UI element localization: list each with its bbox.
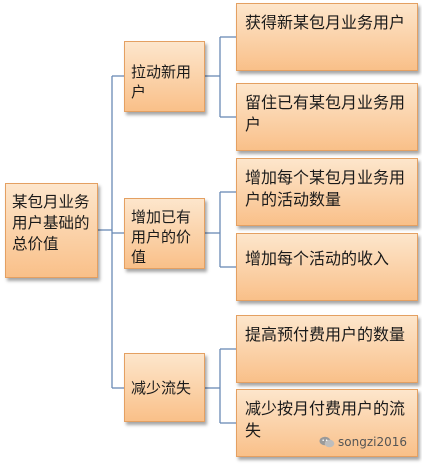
watermark: songzi2016 bbox=[319, 435, 407, 449]
leaf-node-acquire-new: 获得新某包月业务用户 bbox=[236, 3, 418, 71]
leaf-node-increase-activity: 增加每个某包月业务用户的活动数量 bbox=[236, 158, 418, 226]
branch-node-reduce-churn: 减少流失 bbox=[124, 353, 205, 422]
leaf-node-prepaid-users: 提高预付费用户的数量 bbox=[236, 315, 418, 383]
leaf-node-increase-revenue: 增加每个活动的收入 bbox=[236, 233, 418, 301]
leaf-node-retain-existing: 留住已有某包月业务用户 bbox=[236, 83, 418, 151]
branch-node-increase-value: 增加已有用户的价值 bbox=[124, 198, 205, 269]
root-node: 某包月业务用户基础的总价值 bbox=[5, 183, 98, 278]
wechat-icon bbox=[319, 436, 335, 448]
branch-node-new-users: 拉动新用户 bbox=[124, 41, 205, 112]
watermark-text: songzi2016 bbox=[338, 435, 407, 449]
